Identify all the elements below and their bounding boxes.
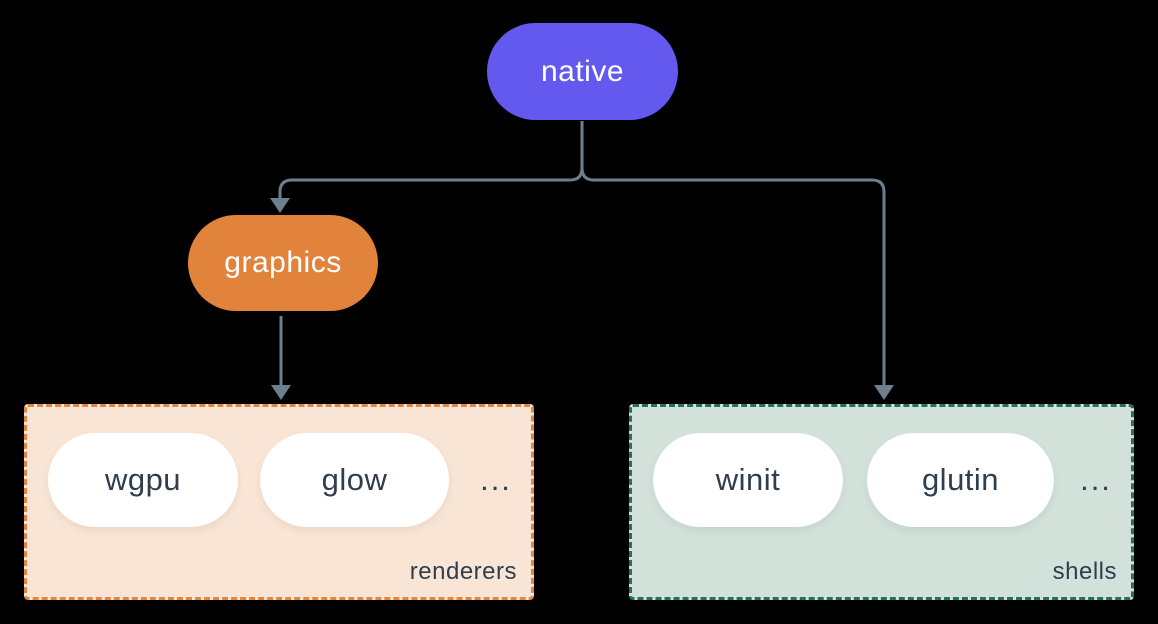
arrowhead-shells-icon (874, 385, 894, 400)
item-glow-label: glow (321, 462, 388, 497)
item-wgpu-label: wgpu (104, 462, 182, 497)
renderers-group-label: renderers (409, 558, 517, 585)
node-native: native (487, 23, 678, 120)
item-wgpu: wgpu (48, 433, 238, 527)
arrowhead-renderers-icon (271, 385, 291, 400)
item-winit: winit (653, 433, 843, 527)
shells-ellipsis: ... (1080, 462, 1112, 497)
group-shells: winit glutin ... shells (629, 404, 1134, 600)
connector-native-to-graphics (278, 121, 584, 199)
node-graphics-label: graphics (224, 246, 342, 279)
connector-native-to-shells (580, 121, 886, 386)
node-graphics: graphics (188, 215, 378, 311)
shells-group-label: shells (1052, 558, 1117, 585)
item-glutin-label: glutin (921, 462, 1000, 497)
item-winit-label: winit (715, 462, 781, 497)
group-renderers: wgpu glow ... renderers (24, 404, 534, 600)
item-glutin: glutin (867, 433, 1054, 527)
node-native-label: native (540, 54, 625, 88)
arrowhead-graphics-icon (270, 198, 290, 213)
item-glow: glow (260, 433, 449, 527)
renderers-ellipsis: ... (480, 462, 512, 497)
